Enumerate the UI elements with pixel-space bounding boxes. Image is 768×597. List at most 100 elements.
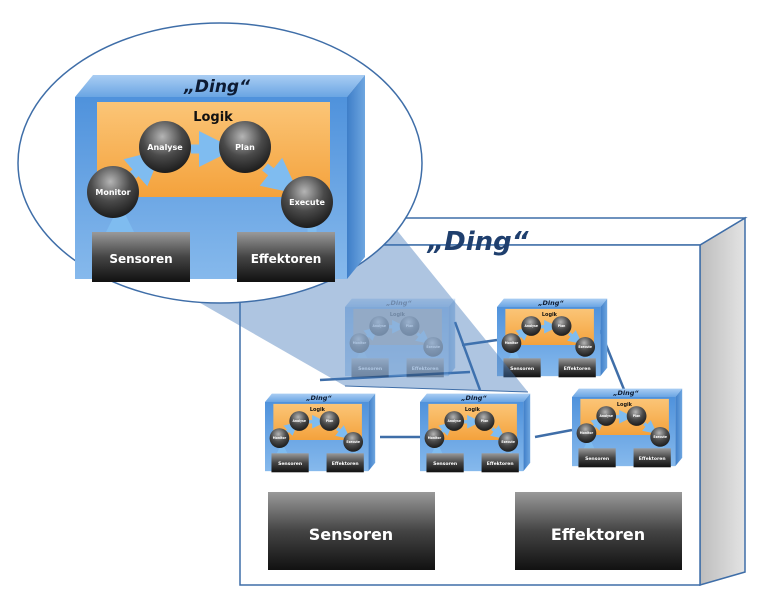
execute-label: Execute <box>653 435 667 439</box>
monitor-node: Monitor <box>501 333 522 353</box>
analyse-label: Analyse <box>447 419 460 423</box>
logic-label: Logik <box>193 110 233 125</box>
analyse-node: Analyse <box>139 121 191 173</box>
thing-title: „Ding“ <box>612 389 639 397</box>
top-face <box>75 75 365 97</box>
sensors-label: Sensoren <box>109 252 172 266</box>
top-face <box>572 388 683 397</box>
effectors-label: Effektoren <box>332 461 359 467</box>
sensors-label: Sensoren <box>433 461 457 467</box>
plan-node: Plan <box>474 411 495 431</box>
zoom-cone-edge <box>344 385 529 393</box>
monitor-node: Monitor <box>87 166 139 218</box>
thing-title: „Ding“ <box>460 394 487 402</box>
outer-title: „Ding“ <box>426 227 528 257</box>
side-face <box>368 393 376 472</box>
logic-label: Logik <box>617 402 633 408</box>
outer-side-face <box>699 216 746 586</box>
thing-title: „Ding“ <box>385 299 412 307</box>
logic-label: Logik <box>310 407 326 413</box>
analyse-label: Analyse <box>524 324 537 328</box>
monitor-node: Monitor <box>424 428 445 448</box>
sensors-label: Sensoren <box>510 366 534 372</box>
effectors-label: Effektoren <box>639 456 666 462</box>
sensors-box: Sensoren <box>426 453 464 473</box>
logic-label: Logik <box>465 407 481 413</box>
analyse-label: Analyse <box>147 143 183 152</box>
plan-node: Plan <box>319 411 340 431</box>
effectors-label: Effektoren <box>487 461 514 467</box>
side-face <box>523 393 531 472</box>
analyse-node: Analyse <box>369 316 390 336</box>
monitor-label: Monitor <box>353 341 367 345</box>
plan-to-execute-arrow <box>259 157 300 195</box>
analyse-node: Analyse <box>444 411 465 431</box>
sensors-box: Sensoren <box>351 358 389 378</box>
plan-to-execute-arrow <box>490 425 506 439</box>
effectors-label: Effektoren <box>412 366 439 372</box>
analyse-node: Analyse <box>596 406 617 426</box>
plan-label: Plan <box>481 419 488 423</box>
analyse-node: Analyse <box>289 411 310 431</box>
connection-line <box>461 338 498 347</box>
monitor-label: Monitor <box>95 188 130 197</box>
sensors-label: Sensoren <box>585 456 609 462</box>
side-face <box>347 75 365 279</box>
top-face <box>497 298 608 307</box>
thing-title: „Ding“ <box>537 299 564 307</box>
effectors-box: Effektoren <box>633 448 671 468</box>
monitor-label: Monitor <box>580 431 594 435</box>
monitor-label: Monitor <box>505 341 519 345</box>
execute-label: Execute <box>346 440 360 444</box>
top-face <box>265 393 376 402</box>
side-face <box>448 298 456 377</box>
plan-to-execute-arrow <box>642 420 658 434</box>
outer-sensors-label: Sensoren <box>309 525 393 544</box>
execute-label: Execute <box>578 345 592 349</box>
execute-label: Execute <box>426 345 440 349</box>
outer-sensors-box: Sensoren <box>268 492 435 570</box>
execute-node: Execute <box>650 427 671 447</box>
effectors-box: Effektoren <box>481 453 519 473</box>
plan-to-execute-arrow <box>567 330 583 344</box>
effectors-box: Effektoren <box>406 358 444 378</box>
plan-to-execute-arrow <box>335 425 351 439</box>
sensors-box: Sensoren <box>578 448 616 468</box>
connection-line <box>534 428 573 439</box>
thing-title: „Ding“ <box>183 77 251 97</box>
outer-effectors-box: Effektoren <box>515 492 682 570</box>
side-face <box>675 388 683 467</box>
execute-label: Execute <box>501 440 515 444</box>
sensors-box: Sensoren <box>271 453 309 473</box>
monitor-node: Monitor <box>349 333 370 353</box>
effectors-box: Effektoren <box>237 232 335 282</box>
effectors-box: Effektoren <box>326 453 364 473</box>
plan-label: Plan <box>235 143 255 152</box>
monitor-node: Monitor <box>576 423 597 443</box>
plan-to-execute-arrow <box>415 330 431 344</box>
sensors-box: Sensoren <box>503 358 541 378</box>
monitor-node: Monitor <box>269 428 290 448</box>
plan-label: Plan <box>406 324 413 328</box>
execute-node: Execute <box>423 337 444 357</box>
effectors-label: Effektoren <box>251 252 322 266</box>
plan-label: Plan <box>633 414 640 418</box>
analyse-node: Analyse <box>521 316 542 336</box>
execute-node: Execute <box>281 176 333 228</box>
outer-effectors-label: Effektoren <box>551 525 645 544</box>
sensors-box: Sensoren <box>92 232 190 282</box>
execute-node: Execute <box>575 337 596 357</box>
sensors-label: Sensoren <box>278 461 302 467</box>
plan-node: Plan <box>626 406 647 426</box>
monitor-label: Monitor <box>428 436 442 440</box>
plan-node: Plan <box>399 316 420 336</box>
